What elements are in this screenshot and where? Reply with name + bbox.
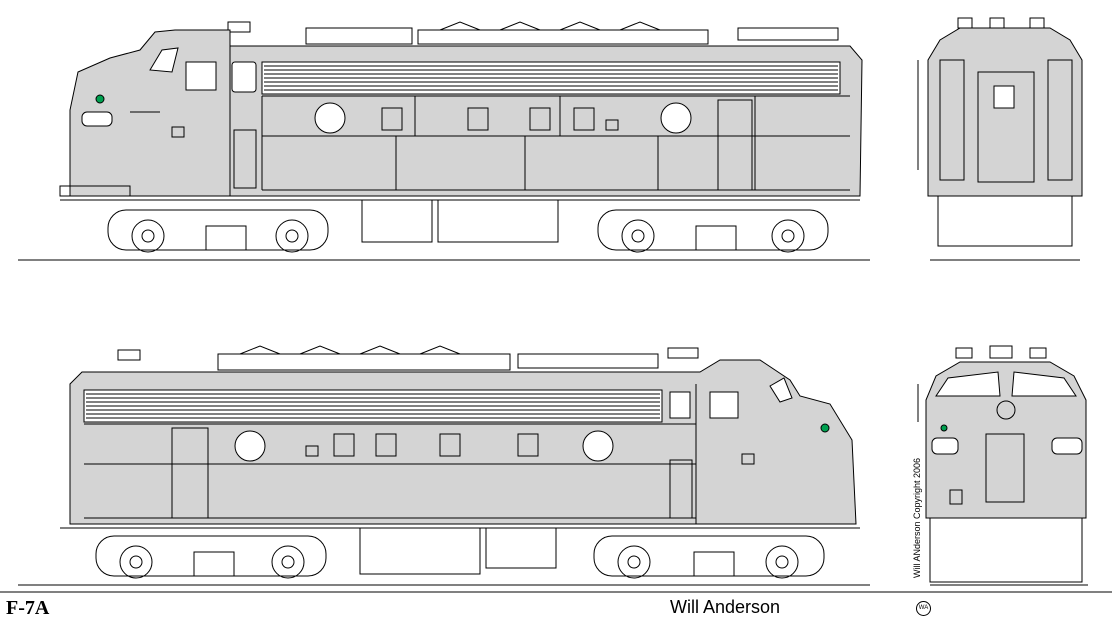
porthole <box>660 102 692 134</box>
louvers <box>264 65 838 91</box>
roof-fans <box>239 345 461 355</box>
carbody-end <box>925 361 1087 519</box>
truck-front <box>107 209 329 253</box>
side-view-bottom <box>18 345 870 586</box>
cab-ladder <box>669 459 693 519</box>
end-view-nose <box>917 345 1088 586</box>
louvers <box>86 393 660 419</box>
cab-side-window <box>185 61 217 91</box>
fuel-tank <box>437 199 559 243</box>
end-pilot <box>929 517 1083 583</box>
roof-hatch <box>305 27 413 45</box>
nose-door <box>985 433 1025 503</box>
cab-windshield <box>769 377 793 403</box>
grilles <box>381 107 595 131</box>
pilot-step <box>59 185 131 197</box>
marker-light <box>95 94 105 104</box>
end-door-window <box>993 85 1015 109</box>
copyright-label: Will ANderson Copyright 2006 <box>912 457 922 578</box>
grilles <box>333 433 539 457</box>
number-board <box>81 111 113 127</box>
truck-rear <box>593 535 825 579</box>
roof-dynamic-brake <box>737 27 839 41</box>
roof-fan-housing <box>217 353 511 371</box>
body-fixture <box>605 119 619 131</box>
engine-room-door <box>717 99 753 191</box>
end-door <box>977 71 1035 183</box>
truck-front <box>95 535 327 579</box>
marker-light <box>940 424 948 432</box>
windshield-left <box>935 371 1001 397</box>
cab-door-window <box>231 61 257 93</box>
nose-fixture <box>741 453 755 465</box>
carbody <box>69 359 857 525</box>
cab-ladder <box>233 129 257 189</box>
porthole <box>582 430 614 462</box>
cab-side-window <box>709 391 739 419</box>
fuel-tank <box>361 199 433 243</box>
windshield-right <box>1011 371 1077 397</box>
horn <box>227 21 251 33</box>
number-board <box>1051 437 1083 455</box>
marker-light <box>820 423 830 433</box>
porthole <box>234 430 266 462</box>
wa-monogram-icon: WA <box>916 601 931 616</box>
porthole <box>314 102 346 134</box>
cab-windshield <box>149 47 179 73</box>
cab-door-window <box>669 391 691 419</box>
truck-rear <box>597 209 829 253</box>
fuel-tank <box>485 527 557 569</box>
artist-label: Will Anderson <box>670 597 781 617</box>
nose-grille <box>949 489 963 505</box>
end-grille <box>1047 59 1073 181</box>
roof-fan-housing <box>417 29 709 45</box>
horn <box>667 347 699 359</box>
end-grille <box>939 59 965 181</box>
end-view-rear <box>917 17 1083 261</box>
roof-fans <box>439 21 661 31</box>
carbody <box>69 29 863 197</box>
end-pilot <box>937 195 1073 247</box>
body-fixture <box>305 445 319 457</box>
roof-hatch <box>517 353 659 369</box>
number-board <box>931 437 959 455</box>
engine-room-door <box>171 427 209 519</box>
carbody-end <box>927 27 1083 197</box>
model-label: F-7A <box>6 597 50 619</box>
side-view-top <box>18 21 870 261</box>
headlight <box>996 400 1016 420</box>
nose-fixture <box>171 126 185 138</box>
fuel-tank <box>359 527 481 575</box>
